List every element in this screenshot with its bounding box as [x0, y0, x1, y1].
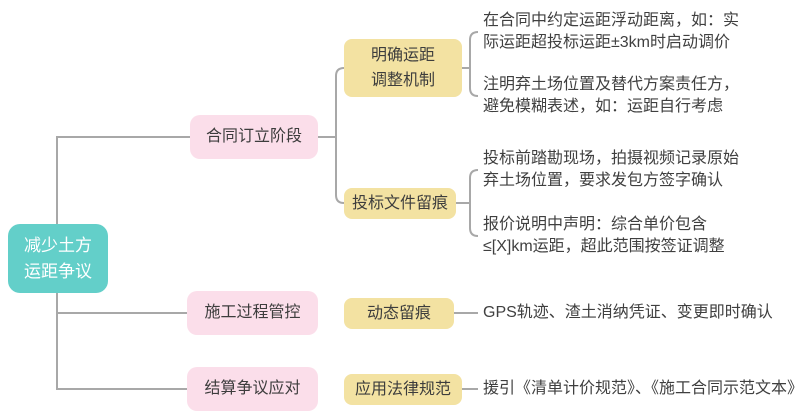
- leaf-line: 在合同中约定运距浮动距离，如：实: [483, 12, 740, 29]
- subnode-bid-document-trace[interactable]: 投标文件留痕: [344, 188, 456, 219]
- leaf-line: 投标前踏勘现场，拍摄视频记录原始: [483, 150, 740, 167]
- leaf-cite-regulations[interactable]: 援引《清单计价规范》、《施工合同示范文本》: [483, 378, 803, 400]
- connector-branch1-children: [318, 67, 345, 204]
- leaf-line: ≤[X]km运距，超此范围按签证调整: [483, 238, 725, 255]
- subnode-label: 应用法律规范: [354, 381, 451, 398]
- branch-settlement-response-label: 结算争议应对: [204, 380, 301, 397]
- leaf-line: 援引《清单计价规范》、《施工合同示范文本》: [483, 380, 803, 397]
- leaf-line: 际运距超投标运距±3km时启动调价: [483, 34, 731, 51]
- leaf-floating-distance-clause[interactable]: 在合同中约定运距浮动距离，如：实 际运距超投标运距±3km时启动调价: [483, 10, 801, 54]
- branch-contract-stage[interactable]: 合同订立阶段: [190, 115, 318, 159]
- leaf-line: 弃土场位置，要求发包方签字确认: [483, 172, 724, 189]
- branch-settlement-response[interactable]: 结算争议应对: [187, 367, 318, 411]
- leaf-line: 避免模糊表述，如：运距自行考虑: [483, 98, 724, 115]
- subnode-distance-adjust-mechanism[interactable]: 明确运距 调整机制: [344, 39, 462, 97]
- leaf-line: GPS轨迹、渣土消纳凭证、变更即时确认: [483, 304, 773, 321]
- branch-construction-control-label: 施工过程管控: [204, 304, 301, 321]
- branch-construction-control[interactable]: 施工过程管控: [187, 291, 318, 335]
- leaf-line: 注明弃土场位置及替代方案责任方，: [483, 76, 740, 93]
- root-node-label-line1: 减少土方: [24, 235, 92, 255]
- subnode-apply-legal-norms[interactable]: 应用法律规范: [344, 374, 462, 405]
- subnode-dynamic-trace[interactable]: 动态留痕: [344, 298, 454, 329]
- subnode-label-line1: 明确运距: [370, 47, 435, 64]
- subnode-label: 投标文件留痕: [351, 195, 448, 212]
- leaf-line: 报价说明中声明：综合单价包含: [483, 216, 708, 233]
- leaf-gps-evidence[interactable]: GPS轨迹、渣土消纳凭证、变更即时确认: [483, 302, 801, 324]
- leaf-dump-site-responsibility[interactable]: 注明弃土场位置及替代方案责任方， 避免模糊表述，如：运距自行考虑: [483, 74, 801, 118]
- root-node[interactable]: 减少土方 运距争议: [8, 224, 108, 293]
- leaf-quote-statement[interactable]: 报价说明中声明：综合单价包含 ≤[X]km运距，超此范围按签证调整: [483, 214, 801, 258]
- subnode-label-line2: 调整机制: [370, 72, 435, 89]
- leaf-site-survey-video[interactable]: 投标前踏勘现场，拍摄视频记录原始 弃土场位置，要求发包方签字确认: [483, 148, 801, 192]
- root-node-label-line2: 运距争议: [24, 261, 92, 281]
- connector-sub2-leaves: [456, 169, 479, 237]
- branch-contract-stage-label: 合同订立阶段: [205, 128, 302, 145]
- connector-sub1-leaves: [462, 31, 479, 97]
- subnode-label: 动态留痕: [366, 305, 431, 322]
